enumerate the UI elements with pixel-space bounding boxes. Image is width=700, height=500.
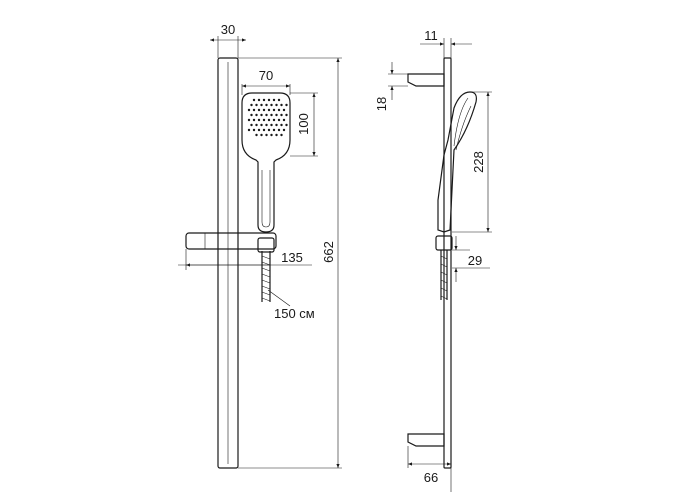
nozzle-dot (265, 133, 268, 137)
nozzle-dot (277, 118, 281, 122)
dim-rail-length: 662 (238, 57, 342, 469)
dim-wall-gap: 11 (420, 28, 472, 74)
dim-rail-length-label: 662 (321, 241, 336, 263)
nozzle-dot (275, 123, 278, 127)
shower-rail (217, 57, 239, 469)
hand-shower (241, 92, 291, 233)
side-holder (435, 235, 453, 300)
nozzle-dot (255, 133, 258, 137)
nozzle-dot (275, 113, 278, 117)
nozzle-dot (267, 118, 271, 122)
dim-bracket-height: 18 (374, 62, 408, 111)
nozzle-dot (255, 103, 258, 107)
nozzle-dot (277, 98, 281, 102)
dim-holder-height-label: 29 (468, 253, 482, 268)
dim-total-depth: 66 (407, 446, 452, 492)
dim-slider-depth-label: 135 (281, 250, 303, 265)
nozzle-dot (257, 108, 261, 112)
nozzle-dot (257, 118, 261, 122)
nozzle-dot (252, 128, 256, 132)
nozzle-dot (255, 113, 258, 117)
side-view: 11 18 228 29 6 (374, 28, 492, 492)
nozzle-dot (262, 108, 266, 112)
nozzle-dot (285, 113, 288, 117)
front-view: 30 70 100 135 150 см (178, 22, 342, 469)
nozzle-dot (262, 118, 266, 122)
nozzle-dot (267, 128, 271, 132)
callout-hose-length: 150 см (267, 289, 315, 321)
hose-length-label: 150 см (274, 306, 315, 321)
nozzle-dot (260, 103, 263, 107)
nozzle-dot (272, 108, 276, 112)
nozzle-dot (262, 128, 266, 132)
nozzle-dot (255, 123, 258, 127)
side-rail (443, 57, 452, 469)
dim-head-width-label: 70 (259, 68, 273, 83)
dim-total-depth-label: 66 (424, 470, 438, 485)
nozzle-dot (250, 103, 253, 107)
nozzle-dot (270, 103, 273, 107)
nozzle-dot (247, 108, 251, 112)
nozzle-dot (260, 113, 263, 117)
nozzle-dot (247, 118, 251, 122)
nozzle-dot (250, 113, 253, 117)
bottom-wall-bracket (407, 433, 445, 447)
nozzle-dot (247, 128, 251, 132)
dim-rail-width-label: 30 (221, 22, 235, 37)
dim-bracket-height-label: 18 (374, 97, 389, 111)
nozzle-dot (265, 123, 268, 127)
nozzle-dot (260, 133, 263, 137)
dim-head-width: 70 (241, 68, 291, 95)
nozzle-dot (272, 128, 276, 132)
nozzle-dot (285, 123, 288, 127)
nozzle-dot (277, 108, 281, 112)
nozzle-dot (280, 103, 283, 107)
nozzle-dot (267, 108, 271, 112)
top-wall-bracket (407, 73, 445, 87)
nozzle-dot (257, 98, 261, 102)
dim-rail-width: 30 (210, 22, 246, 58)
nozzle-dot (270, 123, 273, 127)
nozzle-dot (270, 133, 273, 137)
nozzle-dot (267, 98, 271, 102)
nozzle-dot (285, 103, 288, 107)
nozzle-dot (250, 123, 253, 127)
nozzle-dot (282, 118, 286, 122)
dim-head-height: 100 (290, 92, 318, 157)
shower-hose (261, 251, 271, 302)
nozzle-dot (277, 128, 281, 132)
side-hand-shower (437, 91, 477, 233)
nozzle-dot (282, 108, 286, 112)
nozzle-dot (272, 98, 276, 102)
nozzle-dot (252, 98, 256, 102)
nozzle-dot (280, 113, 283, 117)
nozzle-dot (265, 113, 268, 117)
nozzle-dot (280, 123, 283, 127)
nozzle-dot (275, 103, 278, 107)
nozzle-dot (252, 118, 256, 122)
nozzle-grid (247, 98, 288, 137)
nozzle-dot (280, 133, 283, 137)
dim-handset-length: 228 (452, 91, 492, 233)
dim-handset-length-label: 228 (471, 151, 486, 173)
nozzle-dot (257, 128, 261, 132)
nozzle-dot (252, 108, 256, 112)
dim-holder-height: 29 (452, 236, 490, 282)
nozzle-dot (270, 113, 273, 117)
nozzle-dot (275, 133, 278, 137)
nozzle-dot (260, 123, 263, 127)
dim-wall-gap-label: 11 (424, 28, 438, 43)
nozzle-dot (262, 98, 266, 102)
nozzle-dot (265, 103, 268, 107)
dim-slider-depth: 135 (178, 249, 312, 270)
dim-head-height-label: 100 (296, 113, 311, 135)
slider-bracket (185, 232, 277, 253)
nozzle-dot (272, 118, 276, 122)
nozzle-dot (282, 128, 286, 132)
